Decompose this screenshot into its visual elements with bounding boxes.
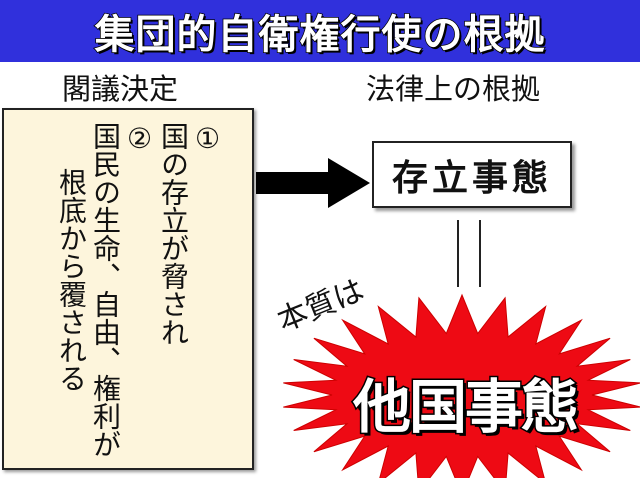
legal-basis-box: 存立事態 <box>372 141 572 208</box>
equals-line <box>479 220 481 287</box>
legal-basis-label: 法律上の根拠 <box>366 72 541 106</box>
item-2-number: ② <box>123 122 156 155</box>
item-2-line-1: 国民の生命、自由、権利が <box>89 122 122 458</box>
item-1-number: ① <box>191 122 224 155</box>
burst-polygon <box>283 293 640 478</box>
item-2-line-2: 根底から覆される <box>55 168 88 392</box>
equals-line <box>457 220 459 287</box>
item-1-text: 国の存立が脅され <box>157 122 190 346</box>
title-bar: 集団的自衛権行使の根拠 <box>0 0 640 62</box>
cabinet-decision-label: 閣議決定 <box>62 72 179 106</box>
page-title: 集団的自衛権行使の根拠 <box>94 11 546 59</box>
essence-value: 他国事態 <box>351 372 580 443</box>
right-arrow-icon <box>256 158 370 208</box>
